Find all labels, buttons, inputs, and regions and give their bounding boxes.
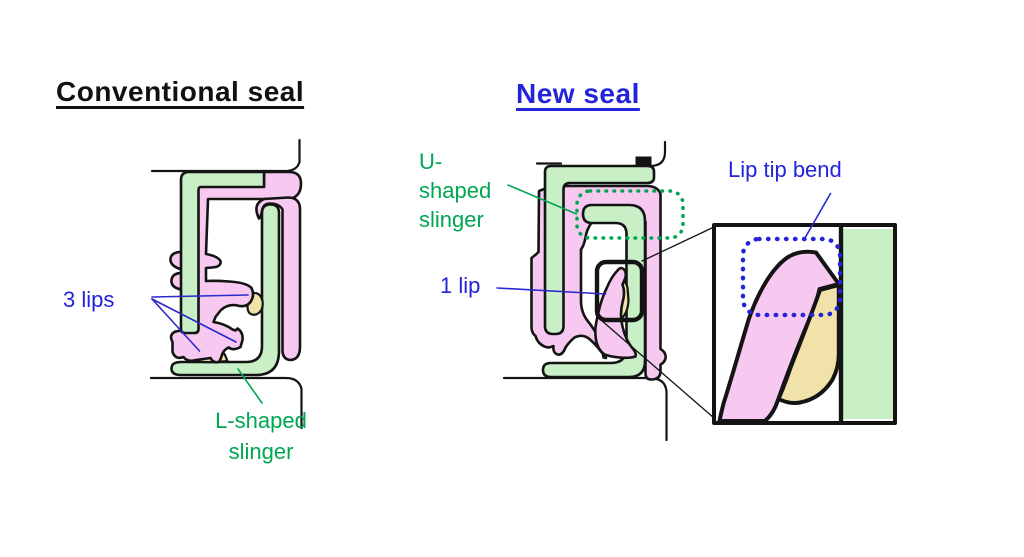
three-lips-label: 3 lips (63, 287, 115, 312)
single-lip (594, 266, 638, 360)
zoom-box-frame (712, 223, 897, 425)
u-slinger-callout-line (507, 184, 578, 215)
lip-tip-bend-callout-line (802, 192, 832, 242)
one-lip-callout-line (496, 287, 607, 295)
u-shaped-slinger-shape (541, 203, 647, 379)
case-housing-notch (635, 156, 652, 166)
new-seal-title: New seal (516, 78, 640, 109)
metal-case (543, 164, 656, 336)
zoom-box-slinger-strip (843, 229, 893, 419)
shaft-outline (502, 376, 668, 442)
u-slinger-highlight-dotted-rect (575, 189, 685, 240)
shaft-outline (149, 376, 303, 430)
one-lip-label: 1 lip (440, 273, 481, 298)
housing-outline (150, 138, 301, 173)
lip-zoom-source-rect (594, 259, 645, 323)
lip-callout-line-1 (151, 294, 249, 298)
lip-callout-line-2 (151, 298, 237, 343)
l-slinger-callout-line (237, 368, 263, 404)
zoom-connector-bottom (600, 319, 715, 419)
magnified-spring (776, 283, 841, 406)
slinger-rubber-cap (255, 196, 302, 362)
housing-outline-right (648, 140, 667, 168)
metal-case (179, 170, 266, 335)
seal-rubber-three-lips (169, 170, 303, 364)
l-shaped-slinger-label: L-shaped slinger (215, 408, 307, 464)
lip-tip-bend-label: Lip tip bend (728, 157, 842, 182)
zoom-connector-top (641, 226, 715, 262)
conventional-seal-title: Conventional seal (56, 76, 305, 107)
l-shaped-slinger-shape (170, 203, 281, 377)
new-seal-diagram (496, 140, 715, 442)
lip-callout-line-3 (151, 298, 201, 352)
u-shaped-slinger-label: U- shaped slinger (419, 149, 492, 232)
lip-tip-bend-dotted-rect (740, 236, 843, 318)
three-lips-callout-lines (151, 294, 249, 352)
magnified-view (712, 192, 897, 425)
conventional-seal-diagram (149, 138, 303, 430)
